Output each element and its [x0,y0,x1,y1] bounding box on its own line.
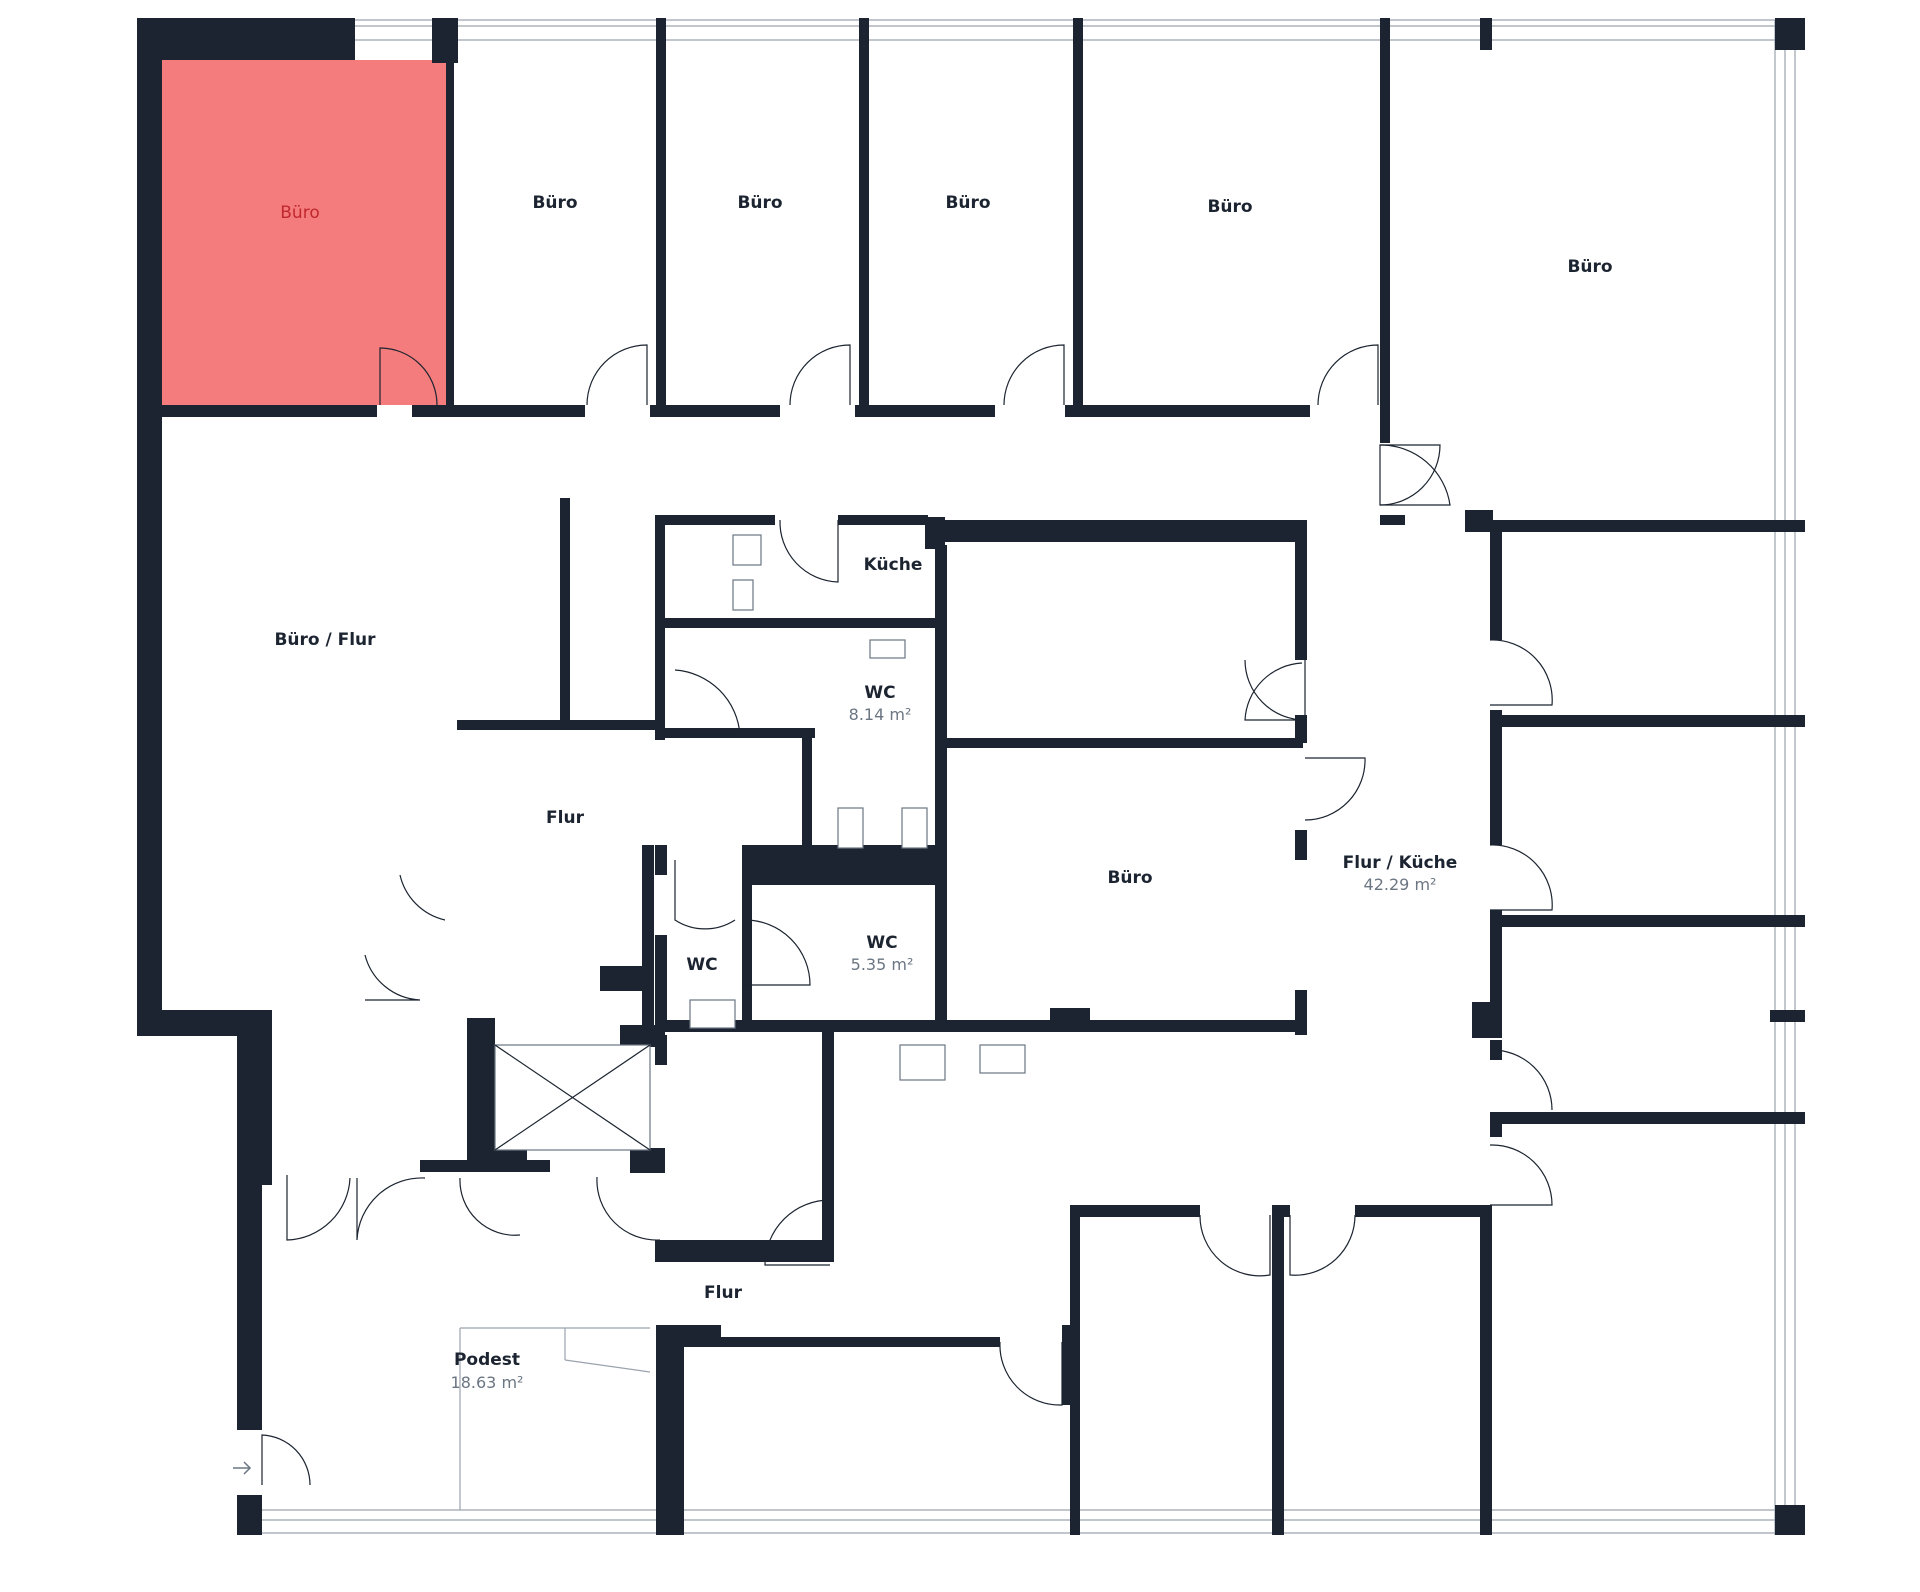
room-label-buero-4[interactable]: Büro [945,193,990,213]
room-label-buero-corner[interactable]: Büro [1567,257,1612,277]
elevator-icon [494,1044,651,1151]
door-swings [261,344,1553,1486]
room-label-wc-1[interactable]: WC [864,683,895,703]
room-label-kueche[interactable]: Küche [864,555,923,575]
highlighted-room[interactable] [162,60,450,405]
room-label-buero-3[interactable]: Büro [737,193,782,213]
room-label-flur-kueche[interactable]: Flur / Küche [1343,853,1458,873]
room-label-wc-2[interactable]: WC [866,933,897,953]
room-label-buero-flur[interactable]: Büro / Flur [274,630,376,650]
walls [137,18,1805,1535]
room-label-flur-lower[interactable]: Flur [704,1283,743,1303]
room-area-flur-kueche: 42.29 m² [1364,875,1437,894]
fixtures [689,534,1026,1081]
room-label-flur-center[interactable]: Flur [546,808,585,828]
arrow-right-icon [233,1461,252,1475]
stairs [459,1327,651,1510]
room-area-podest: 18.63 m² [451,1373,524,1392]
room-label-buero-2[interactable]: Büro [532,193,577,213]
room-area-wc-1: 8.14 m² [849,705,912,724]
window-lines [240,19,1805,1535]
room-label-wc-small[interactable]: WC [686,955,717,975]
room-label-buero-center[interactable]: Büro [1107,868,1152,888]
room-label-podest[interactable]: Podest [454,1350,520,1370]
room-label-buero-5[interactable]: Büro [1207,197,1252,217]
room-area-wc-2: 5.35 m² [851,955,914,974]
room-label-buero-highlight[interactable]: Büro [280,203,319,223]
